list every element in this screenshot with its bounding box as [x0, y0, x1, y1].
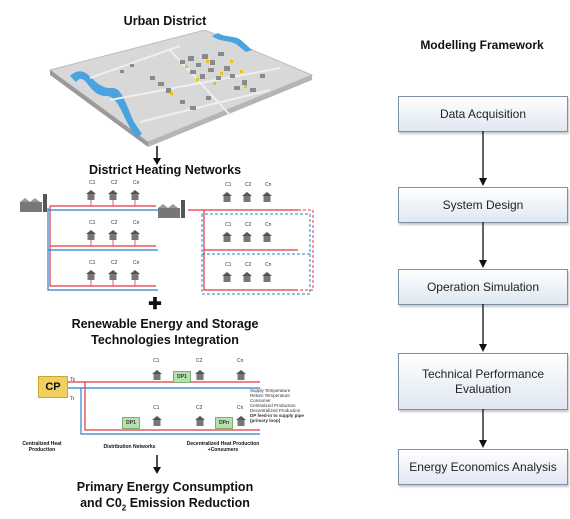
- consumer-label: C2: [196, 405, 203, 411]
- decentralized-production-box: DP1: [122, 417, 140, 429]
- bottom-title: Primary Energy Consumption and C02 Emiss…: [30, 479, 300, 517]
- step-system-design: System Design: [398, 187, 568, 223]
- renewable-title-line2: Technologies Integration: [91, 333, 239, 347]
- legend: Supply Temperature Return Temperature Co…: [250, 388, 320, 423]
- consumer-label: Cn: [133, 260, 140, 266]
- urban-district-title: Urban District: [123, 14, 207, 28]
- supply-temp-label: Ts: [70, 377, 75, 383]
- arrow-down-icon: [479, 409, 487, 448]
- consumer-label: C1: [225, 222, 232, 228]
- return-temp-label: Tr: [70, 396, 75, 402]
- step-operation-simulation: Operation Simulation: [398, 269, 568, 305]
- consumer-label: C1: [89, 180, 96, 186]
- arrow-down-icon: [479, 131, 487, 186]
- arrow-down-icon: [153, 146, 161, 165]
- consumer-label: C2: [245, 262, 252, 268]
- consumer-label: Cn: [237, 405, 244, 411]
- arrow-down-icon: [479, 304, 487, 352]
- urban-district-map: [48, 30, 314, 147]
- legend-item: Return Temperature: [250, 393, 290, 398]
- caption-centralized: Centralized Heat Production: [22, 441, 62, 453]
- consumer-label: Cn: [133, 220, 140, 226]
- step-energy-economics: Energy Economics Analysis: [398, 449, 568, 485]
- decentralized-production-box: DPn: [215, 417, 233, 429]
- bottom-title-line1: Primary Energy Consumption: [76, 480, 254, 494]
- bottom-title-line2: and C02 Emission Reduction: [80, 496, 250, 513]
- legend-item: Decentralized Production: [250, 408, 301, 413]
- district-heating-networks-title: District Heating Networks: [88, 163, 242, 177]
- caption-networks: Distribution Networks: [103, 444, 156, 450]
- consumer-label: Cn: [265, 262, 272, 268]
- consumer-label: Cn: [265, 222, 272, 228]
- consumer-label: C2: [196, 358, 203, 364]
- arrow-down-icon: [153, 455, 161, 474]
- consumer-label: Cn: [133, 180, 140, 186]
- consumer-label: C1: [153, 358, 160, 364]
- consumer-label: C2: [245, 182, 252, 188]
- renewable-title-line1: Renewable Energy and Storage: [71, 317, 259, 331]
- centralized-production-box: CP: [38, 376, 68, 398]
- step-technical-performance: Technical Performance Evaluation: [398, 353, 568, 410]
- decentralized-production-box: DP1: [173, 371, 191, 383]
- modelling-framework-title: Modelling Framework: [420, 38, 544, 52]
- legend-item: DP feed-in to supply pipe (primary loop): [250, 413, 304, 423]
- consumer-label: C2: [111, 180, 118, 186]
- district-heating-diagrams: [20, 190, 314, 295]
- consumer-label: C2: [245, 222, 252, 228]
- consumer-label: C1: [225, 182, 232, 188]
- consumer-label: C1: [153, 405, 160, 411]
- consumer-label: C1: [89, 220, 96, 226]
- renewable-integration-diagram: [65, 370, 260, 435]
- renewable-title: Renewable Energy and Storage Technologie…: [20, 316, 310, 348]
- legend-item: Supply Temperature: [250, 388, 291, 393]
- consumer-label: C2: [111, 220, 118, 226]
- consumer-label: C1: [225, 262, 232, 268]
- consumer-label: C1: [89, 260, 96, 266]
- consumer-label: Cn: [265, 182, 272, 188]
- caption-decentralized: Decentralized Heat Production +Consumers: [186, 441, 260, 453]
- step-data-acquisition: Data Acquisition: [398, 96, 568, 132]
- consumer-label: C2: [111, 260, 118, 266]
- legend-item: Consumer: [250, 398, 271, 403]
- arrow-down-icon: [479, 222, 487, 268]
- consumer-label: Cn: [237, 358, 244, 364]
- legend-item: Centralized Production: [250, 403, 296, 408]
- plus-icon: ✚: [148, 296, 162, 313]
